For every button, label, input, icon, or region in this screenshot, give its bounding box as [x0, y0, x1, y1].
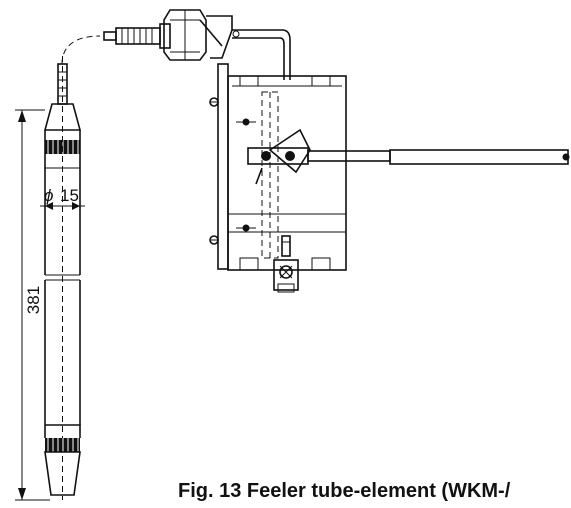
connector-fitting	[103, 9, 291, 80]
figure-caption: Fig. 13 Feeler tube-element (WKM-/	[178, 480, 511, 502]
mount-bracket	[206, 15, 233, 59]
length-label: 381	[24, 286, 43, 314]
hex-nut	[163, 9, 207, 61]
bottom-fitting	[273, 259, 299, 291]
tube-tip	[44, 451, 81, 496]
dimension-diameter: ϕ 15	[40, 186, 85, 210]
dimension-length: 381	[15, 109, 50, 501]
adjusting-rod	[307, 149, 570, 165]
housing-body	[227, 75, 347, 271]
diameter-symbol: ϕ	[44, 186, 53, 205]
diameter-label: 15	[60, 186, 79, 205]
tube-body-lower	[44, 280, 81, 425]
capillary-line	[61, 35, 101, 65]
tube-body-upper	[44, 130, 81, 275]
feeler-tube	[43, 56, 82, 500]
thermostat-housing	[209, 63, 347, 293]
